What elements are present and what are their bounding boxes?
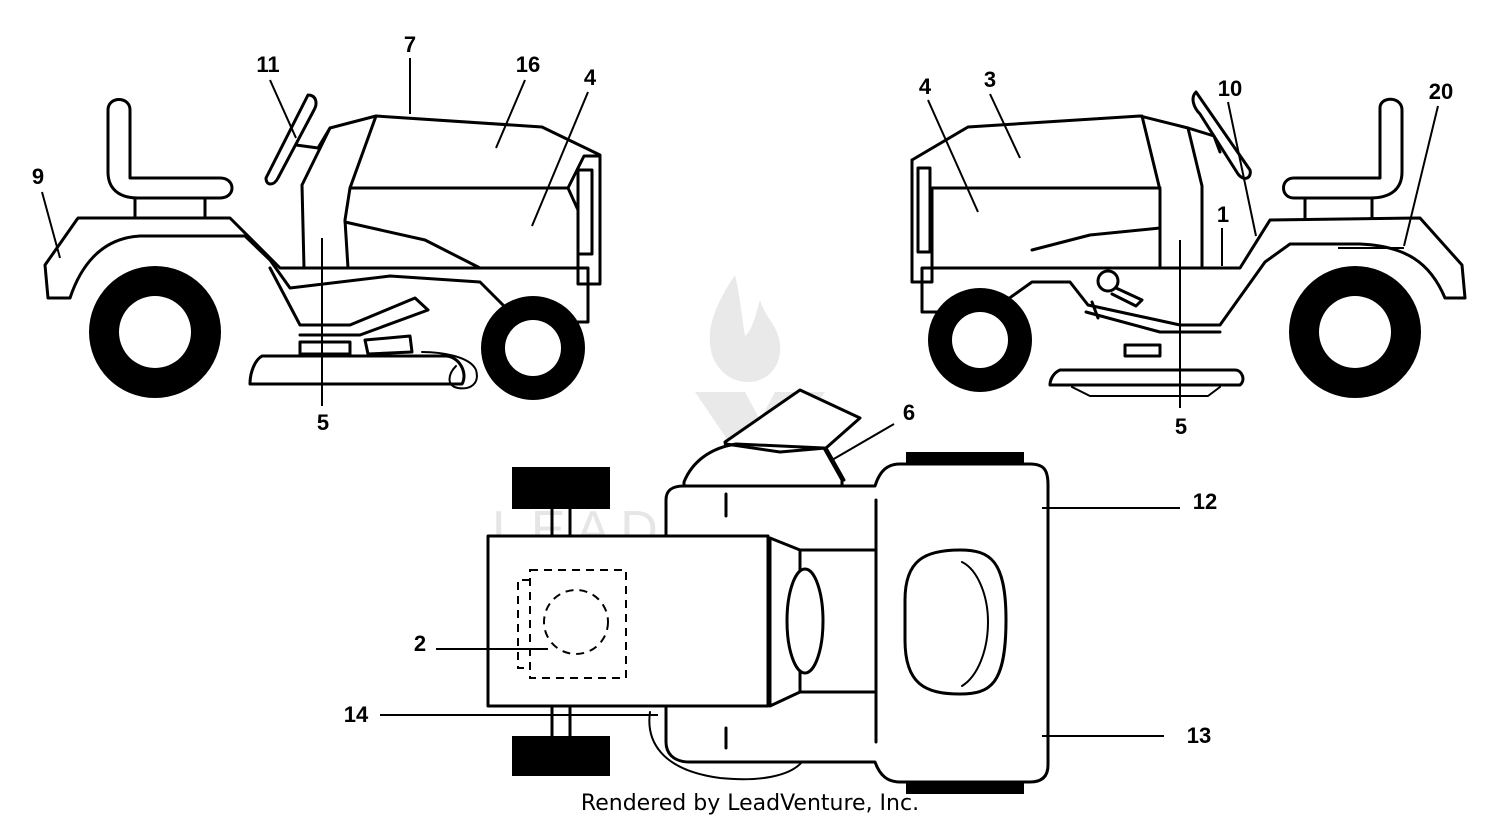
callout-label: 11 [256, 52, 279, 77]
callout-label: 13 [1187, 723, 1211, 748]
callout-label: 7 [404, 32, 416, 57]
right-side-view [910, 90, 1467, 398]
callout-numbers: 11 7 16 4 9 5 4 3 10 20 1 5 6 12 2 14 13 [32, 32, 1453, 748]
callout-label: 6 [903, 400, 915, 425]
callout-label: 14 [344, 702, 369, 727]
callout-label: 1 [1217, 202, 1229, 227]
callout-leaders [41, 58, 1439, 737]
callout-label: 4 [584, 65, 597, 90]
callout-label: 4 [919, 74, 932, 99]
top-view [486, 388, 1050, 794]
callout-label: 10 [1218, 76, 1242, 101]
callout-label: 12 [1193, 489, 1217, 514]
callout-label: 16 [516, 52, 540, 77]
credit-text: Rendered by LeadVenture, Inc. [581, 791, 919, 816]
callout-label: 9 [32, 164, 44, 189]
callout-label: 5 [1175, 414, 1187, 439]
callout-label: 5 [317, 410, 329, 435]
callout-label: 3 [984, 67, 996, 92]
callout-label: 20 [1429, 79, 1453, 104]
left-side-view [43, 93, 602, 400]
callout-label: 2 [414, 631, 426, 656]
